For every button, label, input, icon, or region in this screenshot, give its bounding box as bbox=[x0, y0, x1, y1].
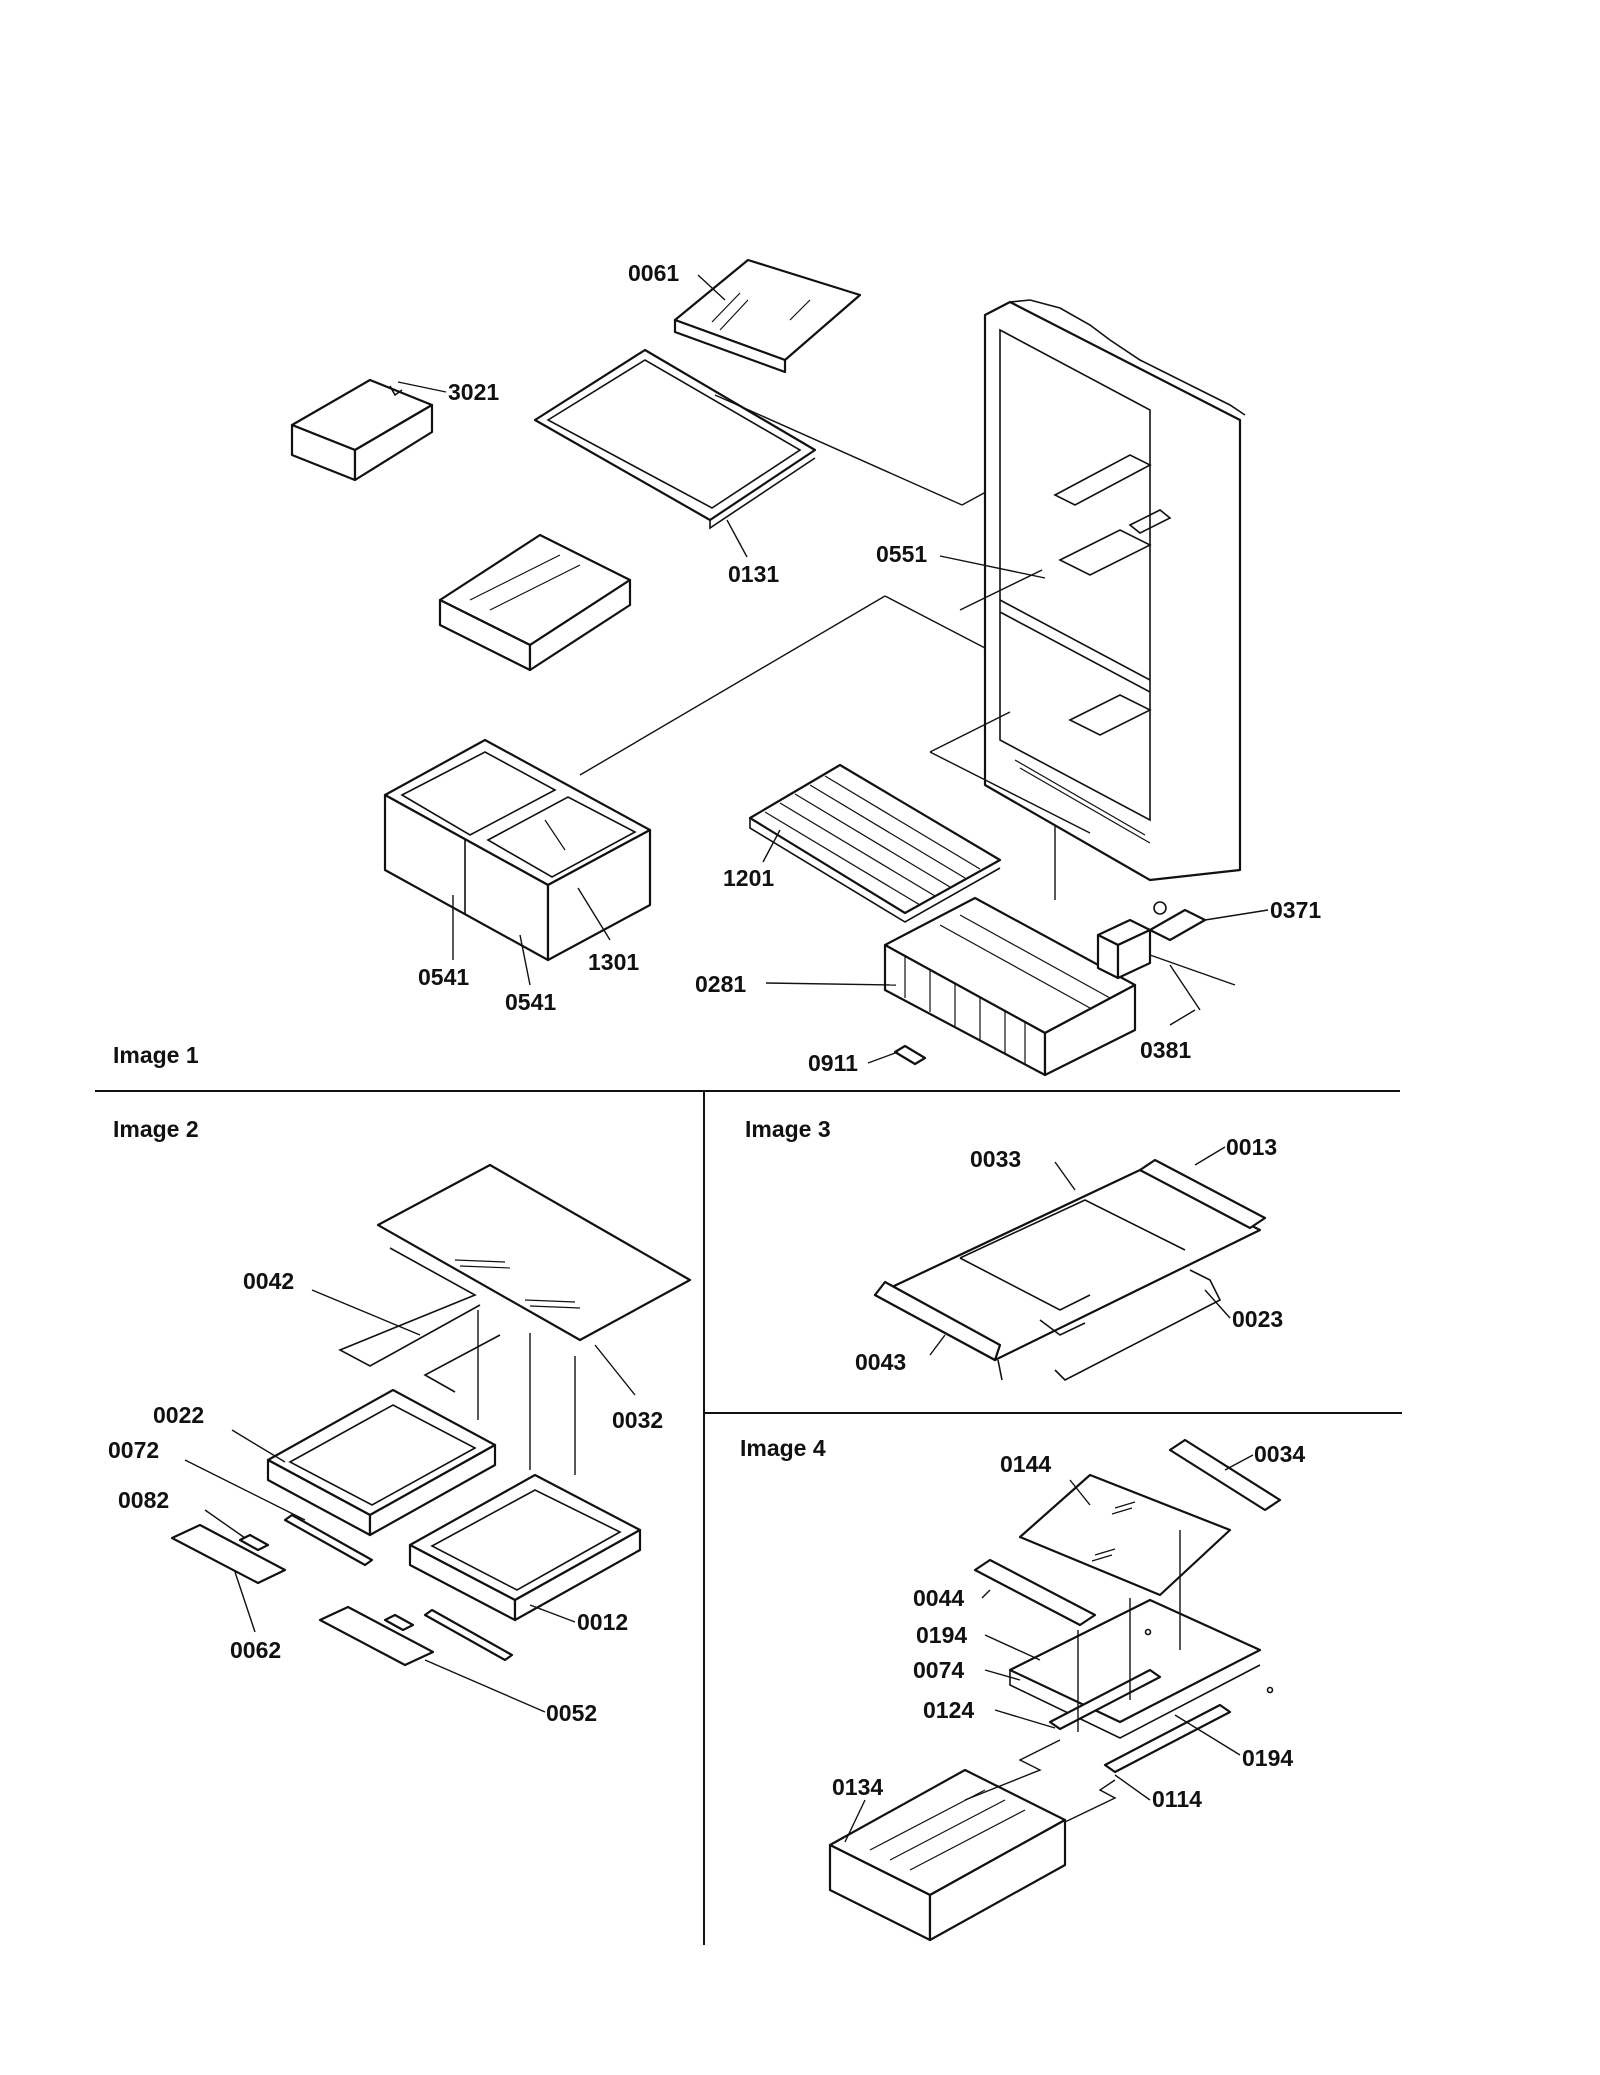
part-label-0072: 0072 bbox=[108, 1437, 159, 1463]
part-0013-front bbox=[1138, 1158, 1267, 1230]
part-label-0061: 0061 bbox=[628, 260, 679, 286]
section-title-image2: Image 2 bbox=[113, 1116, 199, 1142]
part-0281-basket bbox=[883, 896, 1137, 1077]
part-0022-tray bbox=[266, 1388, 497, 1537]
part-0044-rail bbox=[973, 1558, 1097, 1627]
part-label-0013: 0013 bbox=[1226, 1134, 1277, 1160]
part-0052-cover bbox=[318, 1605, 435, 1667]
part-label-0032: 0032 bbox=[612, 1407, 663, 1433]
part-0062-cover bbox=[170, 1523, 287, 1585]
part-0072-rail bbox=[283, 1513, 374, 1567]
part-label-0551: 0551 bbox=[876, 541, 927, 567]
part-label-0044: 0044 bbox=[913, 1585, 964, 1611]
part-label-0062: 0062 bbox=[230, 1637, 281, 1663]
refrigerator-cabinet bbox=[929, 299, 1246, 882]
part-0131-glass-shelf bbox=[533, 348, 1101, 530]
part-0541-crisper-drawers bbox=[383, 595, 986, 962]
part-label-0033: 0033 bbox=[970, 1146, 1021, 1172]
part-label-0194-upper: 0194 bbox=[916, 1622, 967, 1648]
part-label-0042: 0042 bbox=[243, 1268, 294, 1294]
section-title-image4: Image 4 bbox=[740, 1435, 826, 1461]
part-label-0541-left: 0541 bbox=[418, 964, 469, 990]
part-0082-clip bbox=[238, 1533, 270, 1552]
part-label-0281: 0281 bbox=[695, 971, 746, 997]
part-label-0082: 0082 bbox=[118, 1487, 169, 1513]
part-label-0541-right: 0541 bbox=[505, 989, 556, 1015]
part-0911-clip bbox=[893, 1044, 927, 1066]
part-label-1201: 1201 bbox=[723, 865, 774, 891]
image2-drawing bbox=[170, 1163, 692, 1667]
image1-drawing bbox=[290, 258, 1246, 1077]
part-0114-slide bbox=[1103, 1703, 1232, 1774]
part-label-0043: 0043 bbox=[855, 1349, 906, 1375]
part-label-1301: 1301 bbox=[588, 949, 639, 975]
part-label-0144: 0144 bbox=[1000, 1451, 1051, 1477]
part-label-0074: 0074 bbox=[913, 1657, 964, 1683]
part-label-0022: 0022 bbox=[153, 1402, 204, 1428]
part-label-0052: 0052 bbox=[546, 1700, 597, 1726]
part-0134-drawer bbox=[828, 1768, 1067, 1942]
part-0042-rail bbox=[338, 1247, 481, 1367]
part-label-0381: 0381 bbox=[1140, 1037, 1191, 1063]
part-label-0023: 0023 bbox=[1232, 1306, 1283, 1332]
part-label-0131: 0131 bbox=[728, 561, 779, 587]
part-deli-drawer bbox=[438, 533, 632, 672]
part-0144-glass bbox=[1018, 1473, 1232, 1597]
part-0023-bracket bbox=[1054, 1269, 1222, 1381]
part-0034-front bbox=[1168, 1438, 1282, 1512]
image4-drawing bbox=[828, 1438, 1282, 1942]
part-label-0911: 0911 bbox=[808, 1050, 858, 1076]
part-label-0124: 0124 bbox=[923, 1697, 974, 1723]
part-3021-bin bbox=[290, 378, 434, 482]
part-1201-wire-shelf bbox=[748, 763, 1002, 923]
part-0032-glass bbox=[376, 1163, 692, 1342]
part-label-3021: 3021 bbox=[448, 379, 499, 405]
part-label-0012: 0012 bbox=[577, 1609, 628, 1635]
image3-drawing bbox=[873, 1158, 1267, 1381]
part-0061-shelf bbox=[673, 258, 862, 374]
section-title-image3: Image 3 bbox=[745, 1116, 831, 1142]
part-label-0134: 0134 bbox=[832, 1774, 883, 1800]
part-label-0194-lower: 0194 bbox=[1242, 1745, 1293, 1771]
part-0371-icemaker bbox=[1054, 760, 1236, 1011]
part-0012-tray bbox=[408, 1473, 642, 1622]
section-title-image1: Image 1 bbox=[113, 1042, 199, 1068]
part-0043-rail bbox=[873, 1280, 1002, 1362]
part-label-0034: 0034 bbox=[1254, 1441, 1305, 1467]
part-label-0114: 0114 bbox=[1152, 1786, 1202, 1812]
part-label-0371: 0371 bbox=[1270, 897, 1321, 923]
